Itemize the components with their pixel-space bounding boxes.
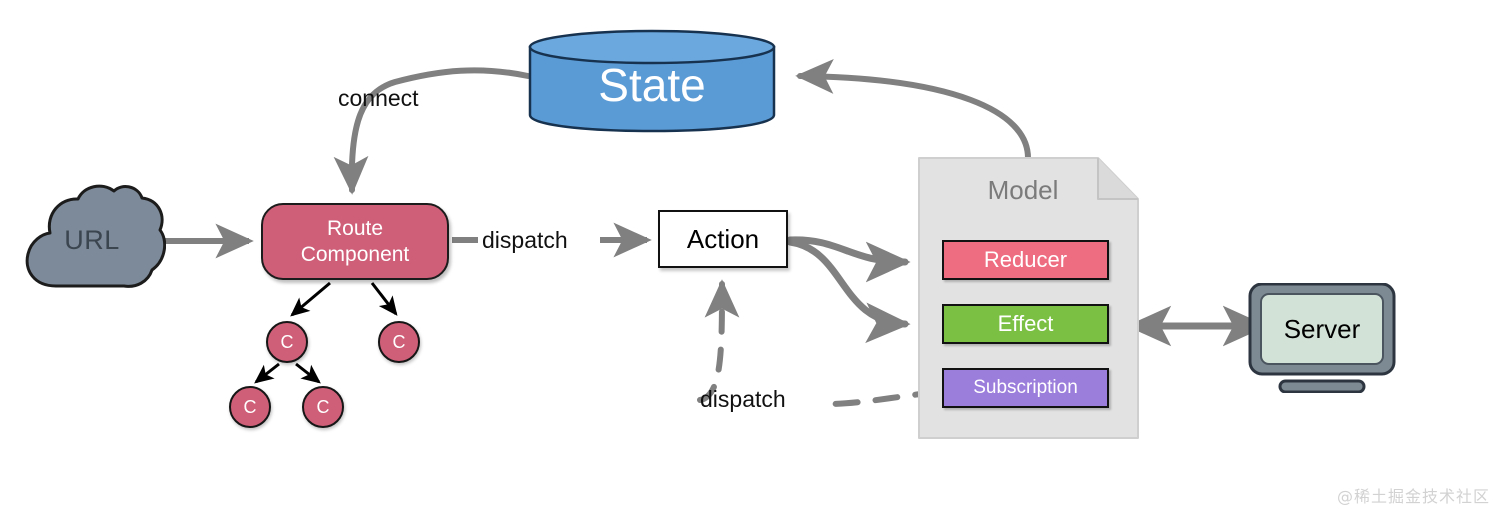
node-component-2[interactable]: C [378,321,420,363]
node-url[interactable]: URL [18,178,167,296]
edge-action-to-effect [786,238,911,344]
route-component-label-line1: Route [326,217,384,241]
model-item-subscription[interactable]: Subscription [942,368,1109,408]
server-screen: Server [1260,293,1384,365]
component-4-label: C [316,396,330,417]
node-server[interactable]: Server [1248,282,1396,394]
cylinder-icon [528,29,776,133]
edge-label-dispatch-action: dispatch [482,227,568,253]
node-action[interactable]: Action [658,210,788,268]
node-component-1[interactable]: C [266,321,308,363]
node-model[interactable]: Model Reducer Effect Subscription [918,157,1140,439]
component-1-label: C [280,331,294,352]
server-label: Server [1283,313,1361,344]
route-component-label-line2: Component [300,242,410,266]
action-label: Action [686,223,760,254]
subscription-label: Subscription [973,377,1078,398]
node-route-component[interactable]: Route Component [261,203,449,280]
node-component-3[interactable]: C [229,386,271,428]
edge-action-to-reducer [786,236,911,283]
model-item-reducer[interactable]: Reducer [942,240,1109,280]
effect-label: Effect [997,311,1054,336]
edge-label-connect: connect [338,85,419,111]
component-3-label: C [243,396,257,417]
edge-label-dispatch-subscription: dispatch [700,386,786,412]
cloud-icon [25,184,167,288]
route-component-label: Route Component [301,216,410,266]
watermark: @稀土掘金技术社区 [1336,487,1490,506]
model-title: Model [987,175,1059,205]
node-state[interactable]: State [528,29,776,133]
node-component-4[interactable]: C [302,386,344,428]
model-item-effect[interactable]: Effect [942,304,1109,344]
edge-model-to-state [795,59,1031,161]
state-label: State [598,59,706,111]
url-label: URL [64,224,120,255]
component-2-label: C [392,331,406,352]
reducer-label: Reducer [983,247,1068,272]
